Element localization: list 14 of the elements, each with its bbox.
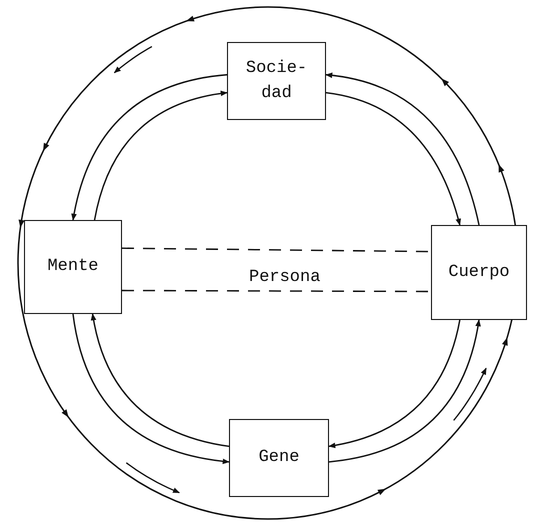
arrow <box>72 314 230 464</box>
node-label: Gene <box>258 447 300 470</box>
arrow <box>325 72 480 226</box>
arrow <box>72 74 228 221</box>
arrow <box>91 313 230 447</box>
node-label: Mente <box>47 256 98 278</box>
dashed-line <box>122 248 431 252</box>
dashed-line <box>122 290 431 292</box>
arrow <box>326 92 461 226</box>
node-label: Socie- dad <box>246 58 308 105</box>
arrow <box>328 320 460 448</box>
node-label: Cuerpo <box>448 262 510 284</box>
arrow <box>328 319 481 463</box>
arrow <box>94 90 228 220</box>
